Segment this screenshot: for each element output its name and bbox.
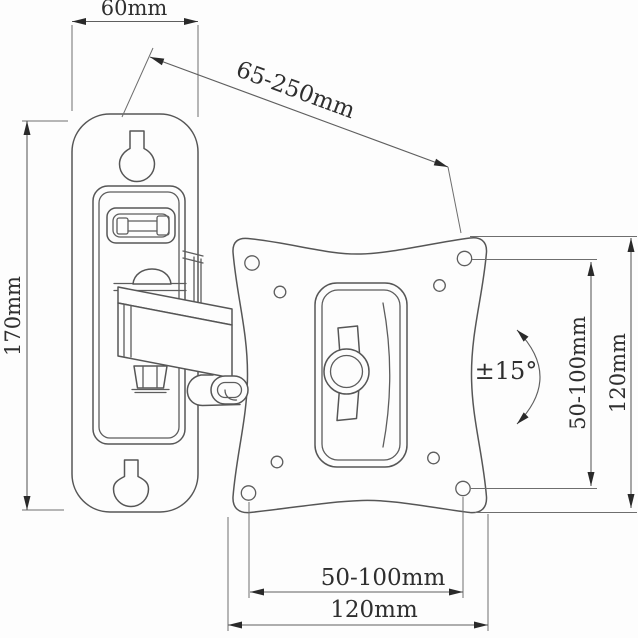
bracket-corner-lines xyxy=(182,250,204,363)
dim-label-tilt-angle: ±15° xyxy=(475,357,538,385)
extension-line xyxy=(121,47,462,234)
inner-hole-top-left xyxy=(273,285,287,299)
dim-wall-plate-height: 170mm xyxy=(1,120,68,511)
hinge-inner-hook xyxy=(224,389,238,401)
arrowhead-bottom xyxy=(587,472,595,486)
dim-label-wall-plate-width: 60mm xyxy=(101,0,168,20)
pivot-column-lines xyxy=(123,304,132,358)
dim-label-vesa-vertical: 50-100mm xyxy=(566,316,590,430)
slot-pin-left-cap xyxy=(116,217,129,235)
center-pad-curve xyxy=(382,302,391,448)
extension-line xyxy=(248,497,464,598)
dim-vesa-vertical: 50-100mm xyxy=(471,259,597,489)
dim-label-plate-height: 120mm xyxy=(606,333,630,413)
arrowhead-bottom xyxy=(23,496,31,510)
corner-hole-bottom-left xyxy=(240,485,257,501)
dim-label-plate-width: 120mm xyxy=(330,597,418,623)
extension-line xyxy=(471,259,597,489)
arrowhead-top xyxy=(587,262,595,276)
arrowhead-right xyxy=(474,621,488,629)
arrowhead-top xyxy=(627,238,635,252)
hex-nut xyxy=(133,365,168,389)
hex-nut-facets xyxy=(142,365,158,389)
keyhole-slot-bottom xyxy=(112,459,150,508)
hinge-barrel-outer xyxy=(210,375,249,405)
dim-label-arm-extension: 65-250mm xyxy=(233,57,359,125)
arrowhead-left xyxy=(72,18,86,25)
arrowhead-right xyxy=(449,588,463,596)
arrowhead-top xyxy=(23,121,31,135)
corner-hole-top-left xyxy=(244,255,260,271)
inner-hole-bottom-left xyxy=(270,455,284,469)
center-pad-inner xyxy=(321,289,401,461)
dim-label-vesa-horizontal: 50-100mm xyxy=(321,565,446,591)
dim-tilt-angle: ±15° xyxy=(475,329,541,425)
pivot-dome xyxy=(132,268,172,285)
arrowhead-left xyxy=(228,621,242,629)
slot-pin-body xyxy=(127,220,158,232)
knob-inner xyxy=(329,354,364,389)
vesa-plate xyxy=(232,236,488,514)
arrowhead-left xyxy=(250,588,264,596)
dim-wall-plate-width: 60mm xyxy=(71,0,199,117)
dim-label-wall-plate-height: 170mm xyxy=(1,276,25,356)
arrowhead-bottom xyxy=(517,412,529,424)
dim-vesa-horizontal: 50-100mm xyxy=(248,497,464,598)
arrowhead-bottom xyxy=(627,494,635,508)
corner-hole-top-right xyxy=(456,250,473,267)
articulating-arm xyxy=(117,268,249,407)
keyhole-slot-top xyxy=(118,130,156,183)
dim-plate-height: 120mm xyxy=(470,236,637,513)
hinge-barrel-inner xyxy=(216,381,243,399)
dimension-line xyxy=(149,56,449,168)
extension-line xyxy=(470,236,637,513)
slot-pin-right-cap xyxy=(156,215,170,236)
tilt-arc xyxy=(516,329,541,425)
extension-line xyxy=(227,514,489,631)
dim-plate-width: 120mm xyxy=(227,514,489,631)
arrowhead-top xyxy=(517,330,529,342)
inner-hole-top-right xyxy=(433,279,446,292)
corner-hole-bottom-right xyxy=(455,480,471,497)
inner-hole-bottom-right xyxy=(427,451,440,465)
arrowhead-right xyxy=(433,158,448,167)
washer-lines xyxy=(131,388,170,394)
arrowhead-left xyxy=(150,57,165,66)
extension-line xyxy=(22,120,68,511)
extension-line xyxy=(71,25,199,117)
arrowhead-right xyxy=(184,18,198,25)
